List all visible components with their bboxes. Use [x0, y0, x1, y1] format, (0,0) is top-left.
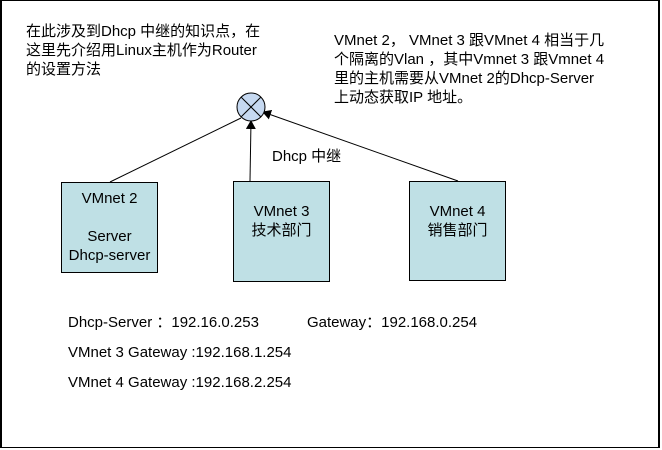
- intro-note: 在此涉及到Dhcp 中继的知识点，在 这里先介绍用Linux主机作为Router…: [26, 22, 260, 79]
- link-vmnet3-router: [245, 120, 256, 182]
- vmnet3-node: VMnet 3 技术部门: [233, 181, 330, 282]
- vmnet4-gateway-info: VMnet 4 Gateway :192.168.2.254: [68, 374, 292, 391]
- dhcp-server-address: Dhcp-Server ：192.16.0.253: [68, 314, 259, 331]
- dhcp-server-info: Dhcp-Server ：192.16.0.253 Gateway：192.168…: [68, 313, 477, 332]
- intro-note-line: 在此涉及到Dhcp 中继的知识点，在: [26, 23, 261, 40]
- vmnet2-service: Dhcp-server: [68, 247, 151, 264]
- vmnet2-name: VMnet 2: [81, 190, 138, 207]
- link-vmnet2-router: [109, 117, 242, 183]
- vlan-note-line: 个隔离的Vlan ，其中Vmnet 3 跟Vmnet 4: [334, 51, 605, 68]
- vmnet3-dept: 技术部门: [251, 222, 312, 239]
- vlan-note-line: 上动态获取IP 地址。: [334, 89, 473, 106]
- vmnet4-node: VMnet 4 销售部门: [409, 181, 506, 281]
- vlan-note: VMnet 2， VMnet 3 跟VMnet 4 相当于几 个隔离的Vlan …: [334, 31, 604, 107]
- vmnet2-node: VMnet 2 Server Dhcp-server: [61, 182, 158, 273]
- dhcp-relay-label: Dhcp 中继: [272, 148, 342, 165]
- link-vmnet4-router: [262, 109, 459, 182]
- vmnet4-name: VMnet 4: [429, 203, 486, 220]
- vmnet4-dept: 销售部门: [427, 222, 488, 239]
- vlan-note-line: 里的主机需要从VMnet 2的Dhcp-Server: [334, 70, 595, 87]
- vmnet2-gateway: Gateway：192.168.0.254: [306, 314, 478, 331]
- intro-note-line: 这里先介绍用Linux主机作为Router: [26, 42, 257, 59]
- vmnet3-name: VMnet 3: [253, 203, 310, 220]
- vmnet3-gateway-info: VMnet 3 Gateway :192.168.1.254: [68, 344, 292, 361]
- vmnet2-role: Server: [87, 228, 132, 245]
- intro-note-line: 的设置方法: [26, 61, 102, 78]
- router-icon: [236, 92, 266, 122]
- vlan-note-line: VMnet 2， VMnet 3 跟VMnet 4 相当于几: [334, 32, 605, 49]
